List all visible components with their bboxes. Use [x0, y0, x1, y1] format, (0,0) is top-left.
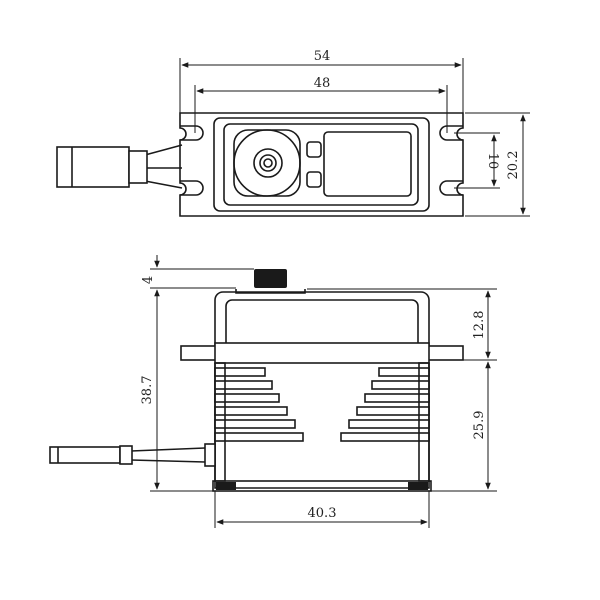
fin-left-1 [214, 367, 266, 377]
top-view-cable [144, 144, 183, 189]
side-view: 4 38.7 12.8 25.9 40.3 [49, 255, 497, 528]
top-view-label-window [323, 131, 412, 197]
top-view-output-spline-inner [259, 154, 277, 172]
fin-left-4 [214, 406, 288, 416]
top-view-case-inner [223, 123, 419, 206]
side-view-flange-center [214, 342, 430, 364]
top-view: 54 48 10 20.2 [56, 49, 530, 217]
dim-lower-section-height: 25.9 [472, 411, 487, 440]
side-view-connector-tip [119, 445, 133, 465]
top-view-indicator-lower [306, 171, 322, 188]
fin-right-5 [348, 419, 430, 429]
top-view-gear-housing [233, 129, 301, 197]
side-view-strip-left [214, 362, 226, 482]
top-view-connector-body [56, 146, 130, 188]
side-view-fins-right [340, 367, 430, 442]
top-view-output-spline-outer [253, 148, 283, 178]
top-view-indicator-upper [306, 141, 322, 158]
fin-left-6 [214, 432, 304, 442]
side-view-fins-left [214, 367, 304, 442]
dim-overall-width: 54 [314, 49, 331, 64]
top-view-case [213, 117, 430, 212]
side-view-upper-case-inner [225, 299, 419, 349]
dim-hole-slot-spacing: 10 [485, 153, 500, 170]
dim-mounting-hole-spacing: 48 [314, 76, 331, 91]
top-view-slot-right-bottom [439, 180, 463, 196]
top-view-gear-boss [233, 129, 301, 197]
dim-output-shaft-height: 4 [141, 276, 156, 284]
dim-total-height: 38.7 [140, 376, 155, 405]
fin-right-1 [378, 367, 430, 377]
fin-left-5 [214, 419, 296, 429]
side-view-foot-right [408, 482, 428, 490]
fin-left-2 [214, 380, 273, 390]
side-view-cable-grommet [204, 443, 216, 467]
dim-body-width: 40.3 [308, 506, 337, 521]
side-view-output-shaft [254, 269, 287, 288]
top-view-connector-tip [128, 150, 148, 184]
side-view-strip-right [418, 362, 430, 482]
top-view-flange-outline [179, 112, 464, 217]
top-view-slot-right-top [439, 125, 463, 141]
top-view-slot-left-bottom [180, 180, 204, 196]
side-view-foot-left [216, 482, 236, 490]
fin-right-2 [371, 380, 430, 390]
dim-upper-section-height: 12.8 [472, 311, 487, 340]
side-view-upper-case [214, 291, 430, 349]
dim-overall-depth: 20.2 [506, 151, 521, 180]
top-view-slot-left-top [180, 125, 204, 141]
side-view-connector-body [49, 446, 121, 464]
fin-right-6 [340, 432, 430, 442]
side-view-bottom-plate [212, 480, 432, 492]
side-view-cable [130, 447, 206, 463]
side-view-shaft-base [235, 289, 306, 294]
top-view-output-spline-core [263, 158, 273, 168]
